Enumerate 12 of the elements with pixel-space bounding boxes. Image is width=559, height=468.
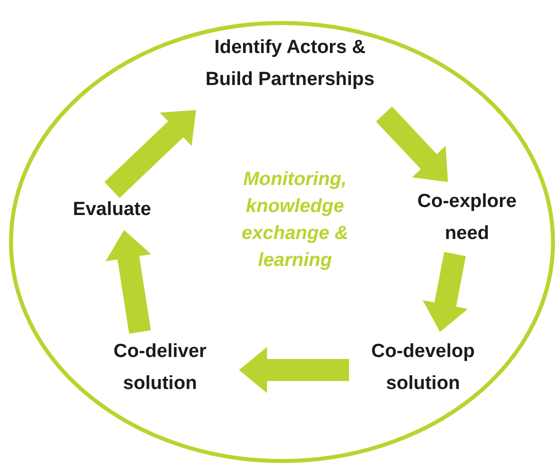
center-text: Monitoring, knowledge exchange & learning — [240, 168, 350, 273]
step-label: Identify Actors & Build Partnerships — [204, 36, 376, 92]
cycle-ellipse — [8, 20, 556, 464]
block-arrow — [376, 106, 448, 182]
block-arrow — [239, 347, 349, 393]
block-arrow — [422, 252, 468, 332]
step-label: Co-deliver solution — [112, 340, 208, 396]
block-arrow — [106, 230, 152, 334]
step-label: Co-explore need — [416, 190, 518, 246]
block-arrow — [104, 110, 196, 198]
step-label: Co-develop solution — [370, 340, 476, 396]
step-label: Evaluate — [72, 198, 152, 222]
